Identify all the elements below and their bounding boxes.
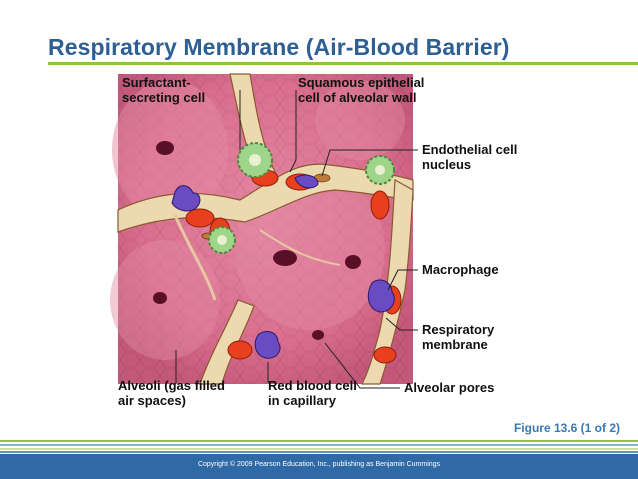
label-endothelial-cell-nucleus: Endothelial cell nucleus	[422, 142, 518, 172]
label-respiratory-membrane: Respiratory membrane	[422, 322, 495, 352]
label-alveolar-pores: Alveolar pores	[404, 380, 495, 395]
footer-decoration	[0, 440, 638, 453]
label-macrophage: Macrophage	[422, 262, 499, 277]
alveolar-pores	[153, 141, 361, 340]
macrophages	[171, 174, 395, 359]
footer-bar: Copyright © 2009 Pearson Education, Inc.…	[0, 454, 638, 479]
label-red-blood-cell: Red blood cell in capillary	[268, 378, 357, 408]
figure-caption: Figure 13.6 (1 of 2)	[513, 421, 620, 435]
title-underline	[48, 62, 638, 65]
label-squamous-epithelial-cell: Squamous epithelial cell of alveolar wal…	[298, 75, 425, 105]
slide-title: Respiratory Membrane (Air-Blood Barrier)	[48, 34, 510, 60]
label-surfactant-secreting-cell: Surfactant- secreting cell	[122, 75, 206, 105]
surfactant-cells	[208, 142, 395, 254]
leader-lines	[175, 90, 418, 389]
label-alveoli: Alveoli (gas filled air spaces)	[118, 378, 225, 408]
copyright-text: Copyright © 2009 Pearson Education, Inc.…	[197, 461, 441, 468]
alveolus	[315, 80, 405, 160]
